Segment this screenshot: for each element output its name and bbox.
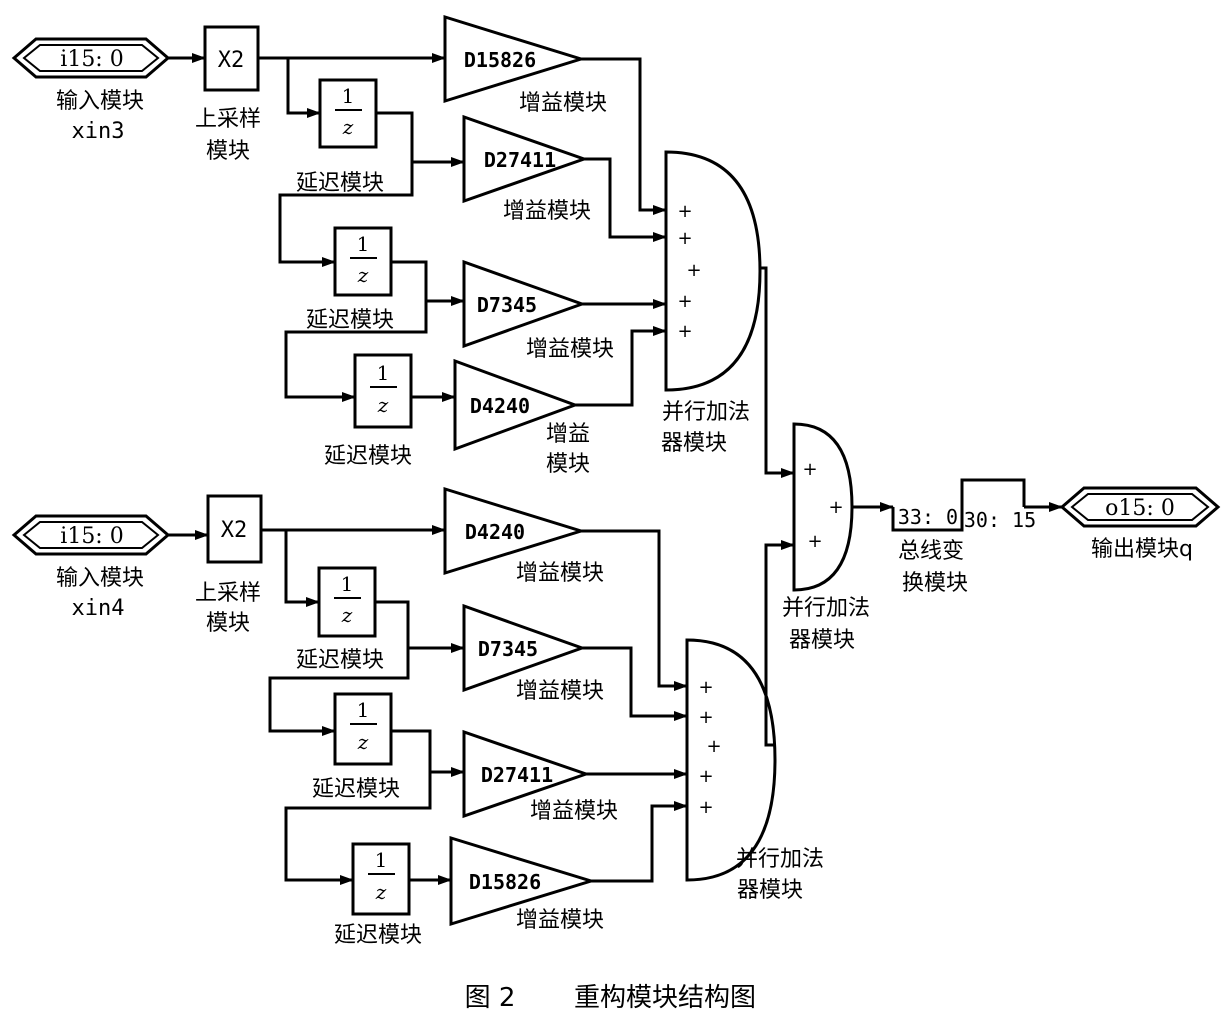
gain-caption: 增益模块 (516, 561, 604, 586)
adder-caption: 并行加法 (662, 400, 750, 425)
adder-caption-2: 器模块 (737, 878, 803, 903)
parallel-adder-block (664, 150, 762, 392)
figure-number: 图 2 (465, 983, 516, 1013)
input-module-name: xin3 (72, 119, 125, 144)
gain-caption: 增益模块 (526, 337, 614, 362)
upsample-label: X2 (218, 48, 245, 73)
delay-caption: 延迟模块 (324, 444, 412, 469)
gain-caption: 增益模块 (516, 908, 604, 933)
diagram-label: + (802, 459, 817, 480)
delay-block: 1 z (333, 692, 393, 766)
gain-block (462, 603, 587, 693)
diagram-label: + (807, 531, 822, 552)
bus-caption-2: 换模块 (902, 571, 968, 596)
diagram-label: + (698, 766, 713, 787)
delay-block: 1 z (333, 226, 393, 297)
upsample-block (206, 494, 263, 564)
gain-value: D4240 (465, 520, 525, 544)
bus-caption: 总线变 (898, 539, 964, 564)
input-port-xin3: i15: 0 (11, 37, 171, 79)
gain-caption: 增益模块 (503, 199, 591, 224)
delay-caption: 延迟模块 (334, 923, 422, 948)
output-port-label: o15: 0 (1105, 496, 1175, 521)
adder-caption-2: 器模块 (661, 431, 727, 456)
gain-block (453, 358, 580, 452)
diagram-label: + (698, 707, 713, 728)
upsample-caption: 上采样 (195, 107, 261, 132)
gain-block (462, 259, 587, 349)
diagram-label: + (698, 677, 713, 698)
input-port-label: i15: 0 (60, 524, 123, 549)
gain-block (462, 729, 591, 819)
diagram-label: + (677, 228, 692, 249)
gain-value: D27411 (484, 148, 556, 172)
gain-block (462, 114, 589, 204)
gain-caption: 模块 (546, 452, 590, 477)
delay-block: 1 z (351, 842, 411, 916)
input-port-label: i15: 0 (60, 47, 123, 72)
upsample-caption-2: 模块 (206, 611, 250, 636)
gain-value: D15826 (464, 48, 536, 72)
gain-block (443, 486, 587, 576)
input-module-label: 输入模块 (56, 566, 144, 591)
output-module-label: 输出模块q (1091, 537, 1193, 562)
parallel-adder-block (685, 638, 777, 882)
diagram-label: z (375, 880, 387, 904)
gain-caption: 增益模块 (516, 679, 604, 704)
diagram-label: 1 (342, 84, 355, 108)
delay-block: 1 z (317, 566, 377, 638)
input-port-xin4: i15: 0 (11, 514, 171, 556)
diagram-label: 1 (357, 232, 370, 256)
diagram-label: 1 (341, 572, 354, 596)
diagram-label: + (706, 736, 721, 757)
upsample-caption: 上采样 (195, 581, 261, 606)
diagram-label: 1 (375, 848, 388, 872)
diagram-label: z (341, 603, 353, 627)
adder-caption-2: 器模块 (789, 628, 855, 653)
diagram-label: + (677, 291, 692, 312)
upsample-caption-2: 模块 (206, 139, 250, 164)
diagram-label: + (677, 201, 692, 222)
delay-caption: 延迟模块 (296, 648, 384, 673)
gain-caption: 增益模块 (519, 91, 607, 116)
gain-block (449, 835, 597, 927)
output-port-q: o15: 0 (1059, 486, 1221, 528)
gain-value: D27411 (481, 763, 553, 787)
diagram-label: 1 (377, 361, 390, 385)
diagram-label: z (342, 115, 354, 139)
delay-block: 1 z (318, 78, 378, 149)
gain-value: D7345 (477, 293, 537, 317)
delay-caption: 延迟模块 (306, 308, 394, 333)
diagram-label: 1 (357, 698, 370, 722)
delay-caption: 延迟模块 (312, 777, 400, 802)
upsample-label: X2 (221, 518, 248, 543)
gain-value: D7345 (478, 637, 538, 661)
gain-value: D4240 (470, 394, 530, 418)
gain-value: D15826 (469, 870, 541, 894)
diagram-label: + (686, 260, 701, 281)
diagram-label: + (828, 497, 843, 518)
bus-converter-block (891, 478, 1026, 532)
gain-caption: 增益模块 (530, 799, 618, 824)
gain-block (443, 14, 587, 104)
gain-caption: 增益 (546, 422, 590, 447)
bus-output-range: 30: 15 (964, 508, 1036, 532)
input-module-name: xin4 (72, 596, 125, 621)
delay-caption: 延迟模块 (296, 171, 384, 196)
figure-title: 重构模块结构图 (574, 983, 756, 1013)
diagram-label: + (677, 321, 692, 342)
input-module-label: 输入模块 (56, 89, 144, 114)
diagram-label: z (357, 730, 369, 754)
adder-caption: 并行加法 (736, 847, 824, 872)
diagram-label: z (357, 263, 369, 287)
bus-input-range: 33: 0 (898, 505, 958, 529)
delay-block: 1 z (353, 353, 413, 429)
diagram-label: z (377, 393, 389, 417)
diagram-label: + (698, 797, 713, 818)
adder-caption: 并行加法 (782, 596, 870, 621)
